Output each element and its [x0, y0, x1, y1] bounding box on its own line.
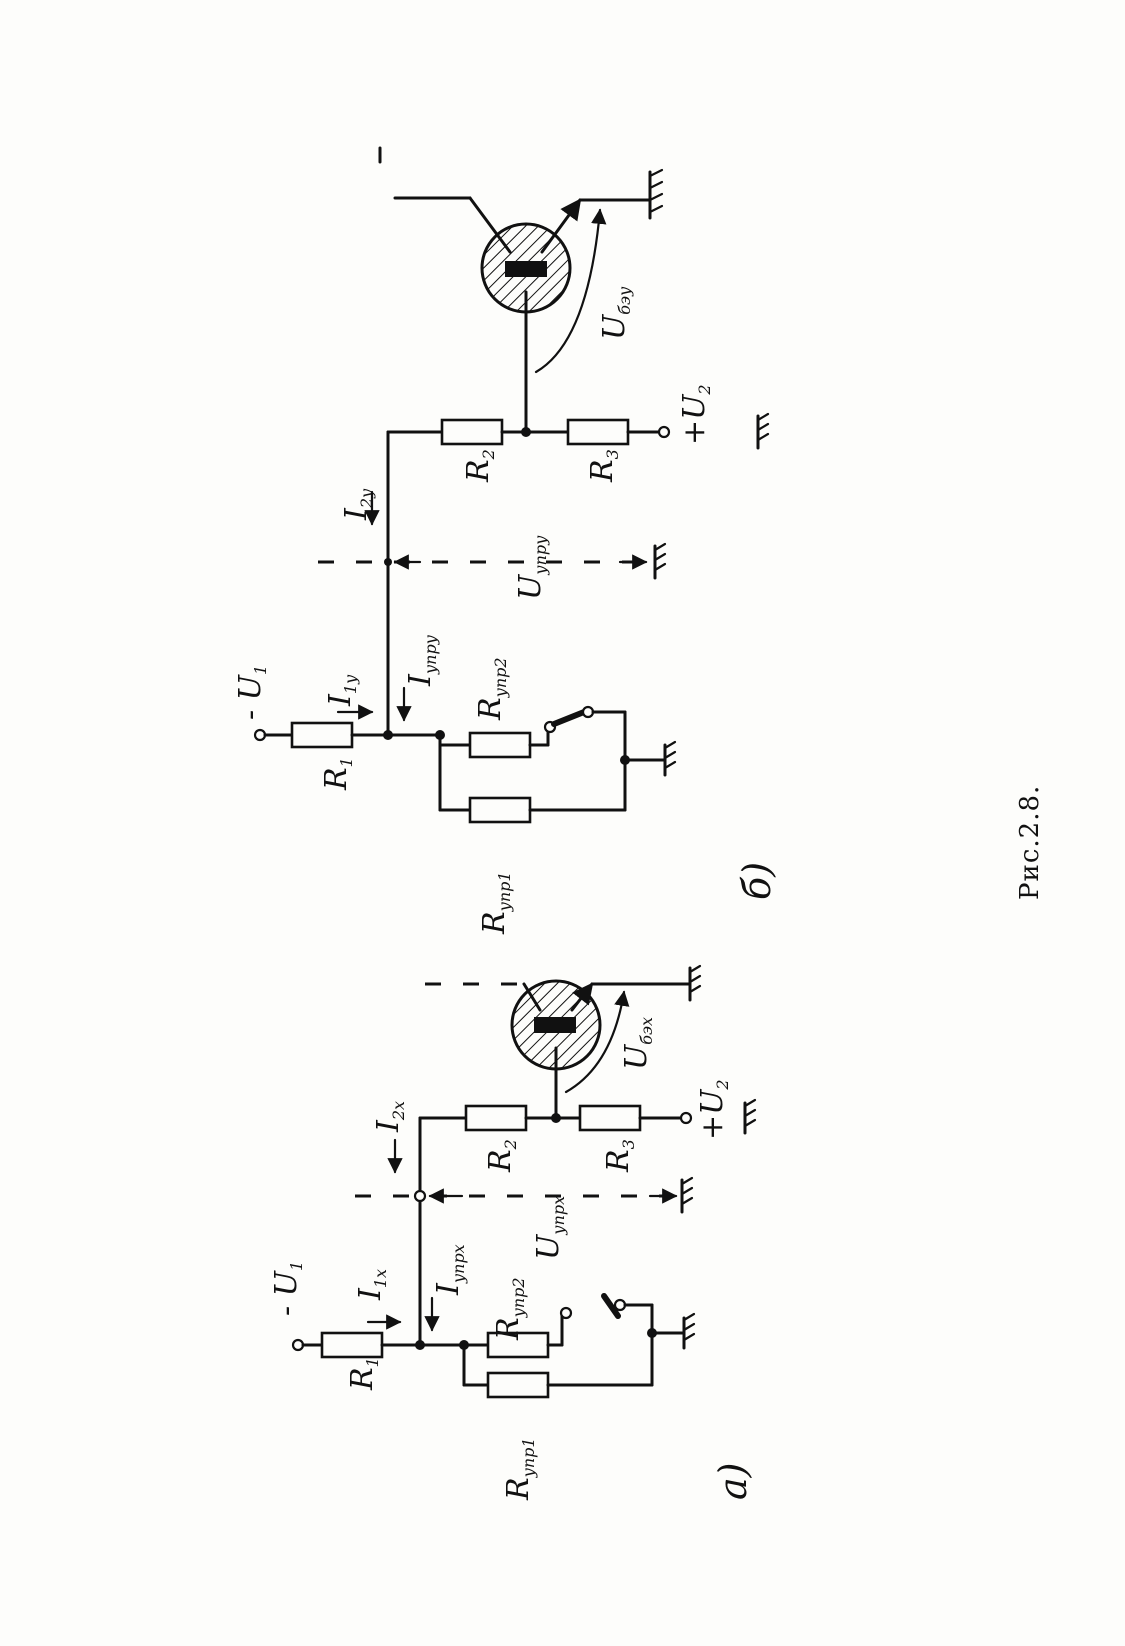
label-r2-b: R2 — [461, 449, 498, 483]
circuit-b — [253, 146, 770, 824]
label-plus-u2-b: +U2 — [677, 384, 714, 445]
label-i2y: I2y — [339, 488, 376, 521]
transistor-a — [510, 979, 602, 1072]
label-ube-x: Uбэx — [619, 1017, 656, 1070]
ground-icon — [653, 542, 667, 580]
ground-icon — [648, 168, 664, 220]
panel-tag-a: а) — [711, 1463, 755, 1500]
ground-icon — [756, 412, 770, 450]
label-iupr-y: Iупрy — [403, 634, 440, 687]
panel-tag-b: б) — [735, 862, 779, 900]
ground-icon — [688, 964, 702, 1002]
label-i1y: I1y — [323, 674, 360, 707]
circuit-a — [291, 964, 757, 1399]
label-r1-b: R1 — [319, 757, 356, 791]
label-rupr2-a: Rупр2 — [491, 1277, 528, 1341]
label-minus-u1-b: - U1 — [233, 665, 270, 720]
resistor-r3-a — [578, 1104, 642, 1132]
label-r1-a: R1 — [345, 1357, 382, 1391]
label-r2-a: R2 — [483, 1139, 520, 1173]
label-rupr1-a: Rупр1 — [501, 1437, 538, 1501]
figure-caption: Рис.2.8. — [1015, 785, 1045, 900]
label-iupr-x: Iупрx — [431, 1244, 468, 1296]
switch-a — [601, 1293, 621, 1319]
ground-icon — [680, 1176, 694, 1214]
label-uupr-x: Uупрx — [531, 1196, 568, 1260]
labels-a: - U1 R1 I1x Iупрx Rупр2 Rупр1 I2x Uупрx … — [269, 1017, 755, 1501]
label-rupr1-b: Rупр1 — [477, 871, 514, 935]
resistor-r2-b — [440, 418, 504, 446]
ground-icon — [663, 740, 677, 777]
resistor-rupr2-a — [486, 1331, 550, 1359]
switch-b — [551, 709, 587, 727]
ground-icon — [682, 1312, 696, 1350]
label-ube-y: Uбэy — [597, 286, 634, 340]
transistor-b — [468, 196, 582, 317]
resistor-rupr1-a — [486, 1371, 550, 1399]
label-r3-b: R3 — [585, 449, 622, 483]
label-i1x: I1x — [353, 1269, 390, 1301]
label-rupr2-b: Rупр2 — [473, 657, 510, 721]
ube-arc-b — [534, 208, 607, 374]
resistor-rupr1-b — [468, 796, 532, 824]
label-i2x: I2x — [371, 1101, 408, 1133]
terminal-plus-u2-a — [679, 1111, 693, 1125]
label-plus-u2-a: +U2 — [695, 1079, 732, 1140]
node-uupr-a — [413, 1189, 427, 1203]
resistor-r1-a — [320, 1331, 384, 1359]
labels-b: - U1 R1 I1y Iупрy Rупр2 Rупр1 I2y Uупрy … — [233, 286, 779, 935]
resistor-r1-b — [290, 721, 354, 749]
label-r3-a: R3 — [601, 1139, 638, 1173]
ground-icon — [743, 1098, 757, 1135]
terminal-plus-u2-b — [657, 425, 671, 439]
label-minus-u1-a: - U1 — [269, 1261, 306, 1316]
resistor-r2-a — [464, 1104, 528, 1132]
resistor-rupr2-b — [468, 731, 532, 759]
label-uupr-y: Uупрy — [513, 535, 550, 600]
resistor-r3-b — [566, 418, 630, 446]
ube-arc-a — [564, 990, 630, 1094]
